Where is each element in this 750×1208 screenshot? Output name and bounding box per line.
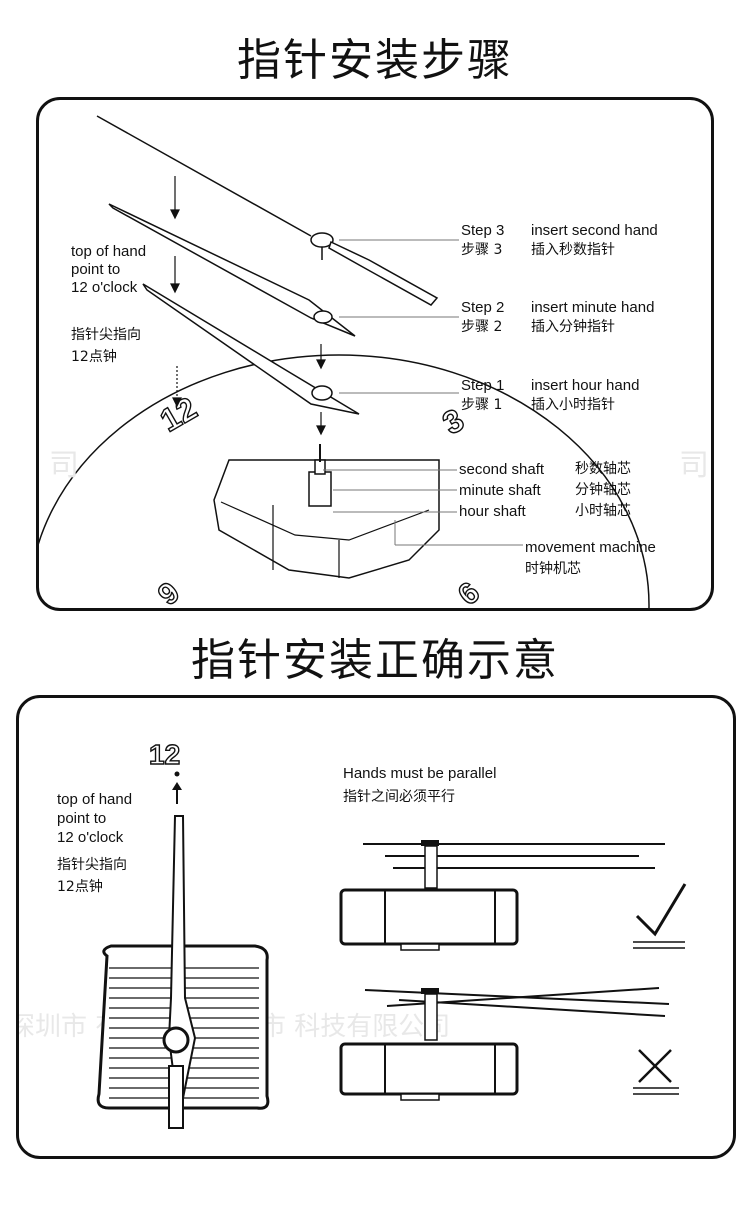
step-1-zh-desc: 插入小时指针 — [531, 397, 615, 413]
step-3-zh: 步骤 3 — [461, 242, 503, 258]
watermark-right: 司 — [679, 448, 709, 483]
correct-parallel-view — [339, 840, 665, 951]
correct-title: 指针安装正确示意 — [191, 635, 559, 686]
hour-hand — [142, 283, 360, 415]
installation-steps-panel: 12 3 6 9 — [36, 97, 714, 611]
step-3-zh-desc: 插入秒数指针 — [531, 242, 615, 258]
step-2-label: Step 2 — [461, 299, 505, 316]
front-view-movement — [96, 815, 270, 1129]
parallel-label-zh: 指针之间必须平行 — [343, 789, 455, 805]
correct-installation-panel: 深圳市 有限公司|深圳市 科技有限公司 12 — [16, 695, 736, 1159]
second-shaft-zh: 秒数轴芯 — [575, 461, 631, 477]
up-arrow-head — [172, 782, 182, 790]
minute-hand — [108, 203, 356, 337]
movement-machine-label: movement machine — [525, 539, 656, 556]
minute-shaft-label: minute shaft — [459, 482, 541, 499]
p2-top-label-2: point to — [57, 810, 107, 827]
p2-top-label-1: top of hand — [57, 791, 133, 808]
step-3-label: Step 3 — [461, 222, 505, 239]
step-1-zh: 步骤 1 — [461, 397, 503, 413]
p2-top-label-3: 12 o'clock — [57, 829, 124, 846]
installation-diagram: 12 3 6 9 — [39, 115, 650, 608]
parallel-diagram: 12 — [96, 738, 687, 1129]
movement-machine-zh: 时钟机芯 — [525, 561, 581, 577]
steps-title: 指针安装步骤 — [237, 35, 513, 86]
hour-shaft-zh: 小时轴芯 — [575, 503, 631, 519]
top-label-line-2: point to — [71, 261, 121, 278]
second-shaft-label: second shaft — [459, 461, 545, 478]
clock-movement — [213, 444, 440, 579]
minute-shaft-zh: 分钟轴芯 — [575, 482, 631, 498]
twelve-dot — [174, 771, 180, 777]
second-hand — [96, 115, 439, 306]
wrong-nonparallel-view — [339, 987, 670, 1101]
top-label-zh-2: 12点钟 — [71, 349, 117, 365]
step-1-label: Step 1 — [461, 377, 505, 394]
step-2-zh-desc: 插入分钟指针 — [531, 319, 615, 335]
clock-dial-outline — [39, 354, 650, 608]
p2-top-label-zh-2: 12点钟 — [57, 879, 103, 895]
step-2-zh: 步骤 2 — [461, 319, 503, 335]
check-icon — [633, 883, 687, 949]
dial-number-12: 12 — [154, 390, 203, 439]
insertion-arrows — [170, 176, 326, 436]
top-label-line-1: top of hand — [71, 243, 147, 260]
watermark-left: 司 — [49, 448, 79, 483]
dial-number-6: 6 — [452, 576, 486, 608]
step-3-desc: insert second hand — [531, 222, 658, 239]
top-label-zh-1: 指针尖指向 — [71, 327, 141, 343]
step-2-desc: insert minute hand — [531, 299, 655, 316]
leader-lines — [323, 239, 523, 546]
hour-shaft-label: hour shaft — [459, 503, 526, 520]
top-label-line-3: 12 o'clock — [71, 279, 138, 296]
parallel-label: Hands must be parallel — [343, 765, 497, 782]
p2-top-label-zh-1: 指针尖指向 — [57, 857, 127, 873]
step-1-desc: insert hour hand — [531, 377, 640, 394]
dial-12-label: 12 — [149, 739, 180, 770]
cross-icon — [633, 1049, 679, 1095]
dial-number-9: 9 — [152, 576, 186, 608]
